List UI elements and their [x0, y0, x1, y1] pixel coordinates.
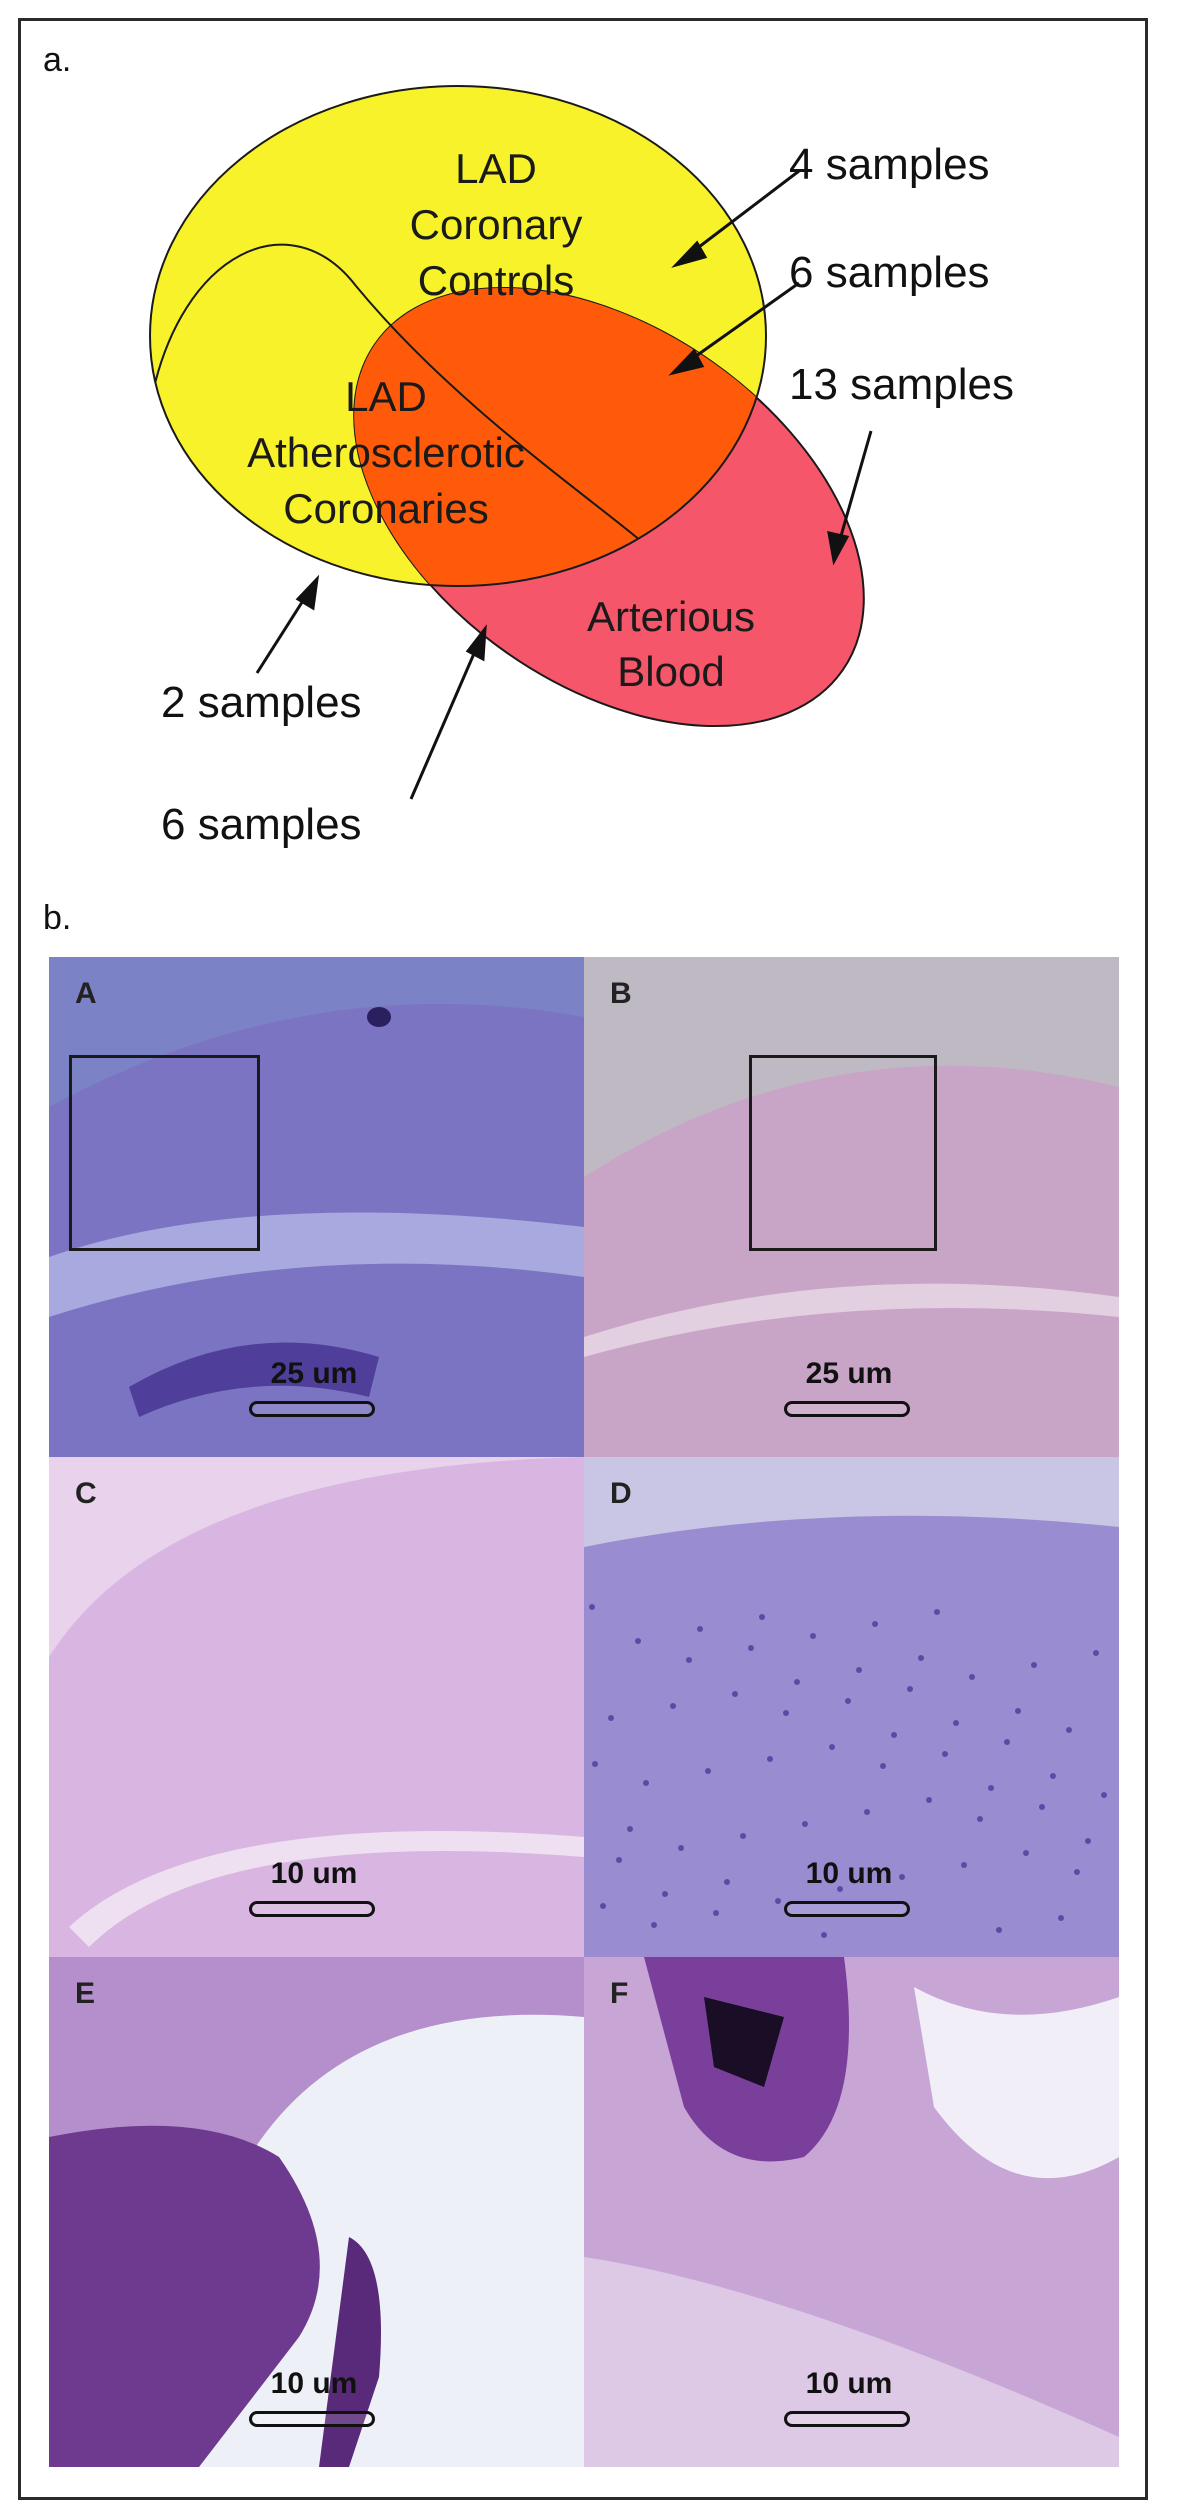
scale-bar	[249, 1901, 375, 1917]
label-athero-1: LAD	[345, 373, 427, 420]
scale-bar	[784, 1901, 910, 1917]
micrograph-f: F 10 um	[584, 1957, 1119, 2467]
panel-a-label: a.	[43, 41, 72, 79]
tissue-image	[49, 957, 584, 1457]
count-controls-blood: 6 samples	[789, 248, 990, 297]
panel-b-label: b.	[43, 899, 72, 937]
count-controls-only: 4 samples	[789, 140, 990, 189]
scale-bar	[249, 2411, 375, 2427]
venn-diagram: LAD Coronary Controls LAD Atheroscleroti…	[149, 85, 1014, 849]
scale-bar-label: 10 um	[805, 1857, 893, 1890]
micrograph-letter: E	[75, 1977, 96, 2010]
micrograph-letter: C	[75, 1477, 97, 1510]
tissue-image	[49, 1457, 584, 1957]
tissue-image	[584, 1957, 1119, 2467]
label-athero-3: Coronaries	[283, 485, 488, 532]
scale-bar-label: 10 um	[805, 2367, 893, 2400]
label-blood-1: Arterious	[587, 593, 755, 640]
micrograph-a: A 25 um	[49, 957, 584, 1457]
scale-bar	[784, 2411, 910, 2427]
count-athero-blood: 6 samples	[161, 800, 362, 849]
label-controls-3: Controls	[418, 257, 574, 304]
venn-arrows	[255, 169, 873, 800]
venn-set-atherosclerotic	[150, 243, 642, 542]
figure-frame: a. LAD Coronary Controls LAD Atheroscler…	[18, 18, 1148, 2500]
micrograph-c: C 10 um	[49, 1457, 584, 1957]
label-controls-2: Coronary	[410, 201, 583, 248]
micrograph-d: D 10 um	[584, 1457, 1119, 1957]
scale-bar-label: 10 um	[270, 2367, 358, 2400]
scale-bar-label: 10 um	[270, 1857, 358, 1890]
scale-bar-label: 25 um	[805, 1357, 893, 1390]
count-athero-only: 2 samples	[161, 678, 362, 727]
tissue-image	[584, 1457, 1119, 1957]
micrograph-letter: D	[610, 1477, 632, 1510]
count-blood-only: 13 samples	[789, 360, 1014, 409]
region-of-interest-box	[69, 1055, 260, 1251]
micrograph-letter: A	[75, 977, 97, 1010]
micrograph-letter: B	[610, 977, 632, 1010]
label-controls-1: LAD	[455, 145, 537, 192]
scale-bar-label: 25 um	[270, 1357, 358, 1390]
tissue-image	[584, 957, 1119, 1457]
tissue-image	[49, 1957, 584, 2467]
micrograph-letter: F	[610, 1977, 629, 2010]
micrograph-e: E 10 um	[49, 1957, 584, 2467]
micrograph-b: B 25 um	[584, 957, 1119, 1457]
label-athero-2: Atherosclerotic	[247, 429, 525, 476]
scale-bar	[784, 1401, 910, 1417]
label-blood-2: Blood	[617, 648, 724, 695]
scale-bar	[249, 1401, 375, 1417]
region-of-interest-box	[749, 1055, 937, 1251]
